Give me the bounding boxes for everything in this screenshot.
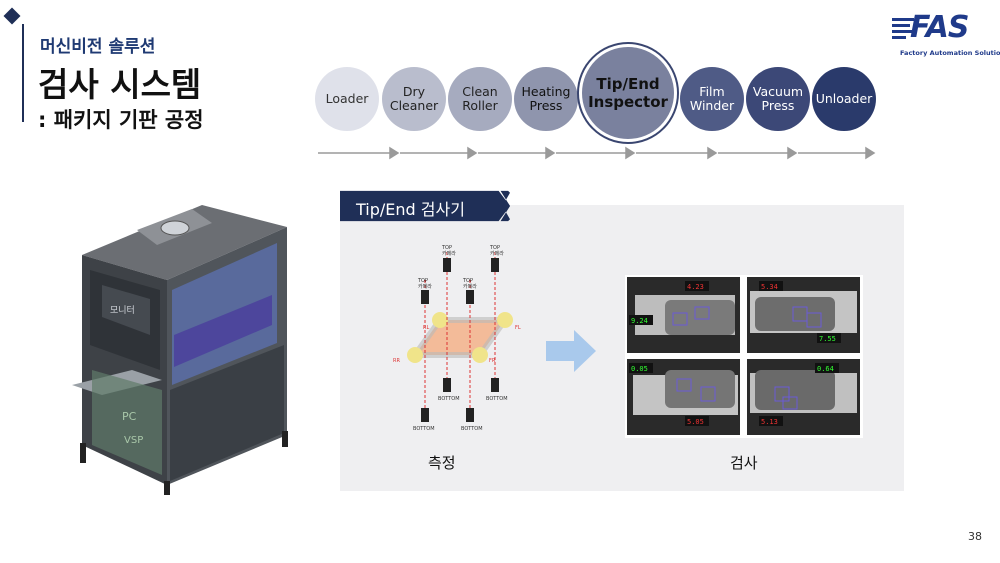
process-step-label: Film [699, 84, 725, 99]
readout-value: 7.55 [819, 335, 836, 343]
camera-label: TOP [441, 245, 452, 251]
camera-label: TOP [417, 278, 428, 284]
process-step-label: Heating [521, 84, 571, 99]
readout-value: 9.24 [631, 317, 648, 325]
process-step-label: Vacuum [752, 84, 804, 99]
process-step-label: Inspector [588, 93, 668, 111]
camera-label: BOTTOM [438, 396, 460, 402]
machine-side-label: PC [122, 410, 137, 423]
process-step-label: Loader [325, 91, 369, 106]
logo-speed-lines-icon [892, 18, 916, 42]
camera-label: 카메라 [463, 283, 477, 290]
process-step: Unloader [812, 67, 876, 131]
process-arrows [318, 146, 876, 160]
measurement-diagram: TOP 카메라 TOP 카메라 TOP 카메라 TOP 카메라 BOTTOM B… [393, 245, 521, 432]
process-step-label: Tip/End [596, 75, 660, 93]
section-banner [340, 190, 510, 222]
process-step-label: Press [761, 98, 795, 113]
camera-label: TOP [489, 245, 500, 251]
machine-panel-label: 모니터 [110, 305, 135, 316]
title-diamond-marker [3, 7, 21, 25]
process-step-label: Clean [462, 84, 498, 99]
measurement-caption: 측정 [428, 454, 456, 472]
process-step-label: Roller [462, 98, 498, 113]
corner-mark: FR [489, 358, 496, 364]
corner-mark: FL [515, 325, 521, 331]
readout-value: 0.64 [817, 365, 834, 373]
title-accent-line [22, 24, 24, 122]
company-logo: FAS [910, 10, 969, 45]
process-step-label: Dry [402, 84, 426, 99]
page-subtitle: 머신비전 솔루션 [40, 37, 156, 57]
camera-label: TOP [462, 278, 473, 284]
camera-label: 카메라 [418, 283, 432, 290]
process-step: Loader [315, 67, 379, 131]
readout-value: 4.23 [687, 283, 704, 291]
camera-label: BOTTOM [461, 426, 483, 432]
inspection-caption: 검사 [730, 454, 758, 472]
process-step-label: Cleaner [389, 98, 439, 113]
corner-mark: RL [423, 325, 429, 331]
process-step-label: Winder [689, 98, 735, 113]
readout-value: 5.34 [761, 283, 778, 291]
process-step-label: Press [529, 98, 563, 113]
corner-mark: RR [393, 358, 400, 364]
inspection-result-images: 4.23 9.24 5.34 7.55 0.05 5.05 0.64 5.13 [625, 275, 863, 438]
process-step-label: Unloader [815, 91, 873, 106]
page-title: 검사 시스템 [38, 65, 202, 104]
page-title-sub: : 패키지 기판 공정 [38, 108, 204, 132]
camera-label: BOTTOM [486, 396, 508, 402]
readout-value: 5.13 [761, 418, 778, 426]
readout-value: 5.05 [687, 418, 704, 426]
flow-arrow-icon [546, 330, 596, 372]
camera-label: BOTTOM [413, 426, 435, 432]
machine-side-label: VSP [124, 435, 143, 446]
section-banner-title: Tip/End 검사기 [356, 200, 465, 219]
camera-label: 카메라 [490, 250, 504, 257]
page-number: 38 [968, 530, 982, 543]
company-logo-tagline: Factory Automation Solution [900, 49, 1000, 57]
inspection-machine-image: 모니터 PC VSP [62, 195, 294, 497]
camera-label: 카메라 [442, 250, 456, 257]
readout-value: 0.05 [631, 365, 648, 373]
